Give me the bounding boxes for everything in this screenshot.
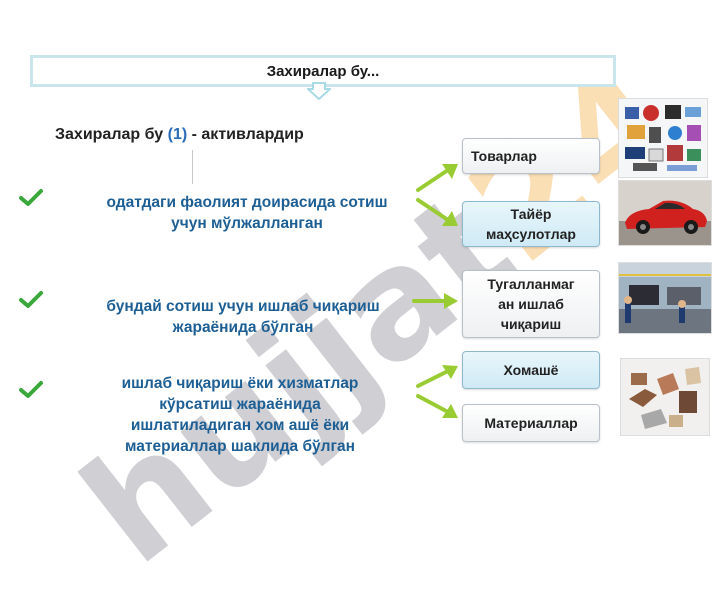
item-2-text: бундай сотиш учун ишлаб чиқариш жараёнид…: [58, 296, 428, 338]
goods-collage-image: [618, 98, 708, 178]
arrow-right-icon: [412, 293, 458, 309]
materials-samples-image: [620, 358, 710, 436]
title-text: Захиралар бу...: [266, 62, 380, 80]
arrow-up-right-icon: [416, 365, 458, 388]
category-finished-line-1: Тайёр: [510, 206, 552, 222]
red-car-image: [618, 180, 712, 246]
category-goods: Товарлар: [462, 138, 600, 174]
category-work-in-progress: Тугалланмаг ан ишлаб чиқариш: [462, 270, 600, 338]
item-3-line-2: кўрсатиш жараёнида: [159, 396, 321, 413]
item-3-line-3: ишлатиладиган хом ашё ёки: [130, 417, 350, 434]
arrow-down-right-icon: [416, 394, 458, 418]
subtitle-suffix: - активлардир: [187, 126, 304, 143]
item-1-text: одатдаги фаолият доирасида сотиш учун мў…: [62, 192, 432, 234]
title-box: Захиралар бу...: [30, 55, 616, 87]
item-3-text: ишлаб чиқариш ёки хизматлар кўрсатиш жар…: [60, 373, 420, 457]
category-wip-line-3: чиқариш: [500, 316, 562, 332]
category-wip-line-2: ан ишлаб: [498, 296, 564, 312]
subtitle-number: (1): [167, 126, 188, 143]
down-arrow-icon: [307, 82, 331, 100]
check-icon: [19, 291, 43, 308]
category-finished-products: Тайёр маҳсулотлар: [462, 201, 600, 247]
item-1-line-1: одатдаги фаолият доирасида сотиш: [106, 194, 388, 211]
arrow-down-right-icon: [416, 198, 458, 226]
factory-assembly-image: [618, 262, 712, 334]
item-2-line-2: жараёнида бўлган: [172, 319, 314, 336]
connector-line: [192, 150, 193, 184]
category-wip-line-1: Тугалланмаг: [487, 276, 575, 292]
category-finished-line-2: маҳсулотлар: [486, 226, 576, 242]
category-materials-label: Материаллар: [484, 415, 578, 431]
arrow-up-right-icon: [416, 164, 458, 192]
check-icon: [19, 381, 43, 398]
category-materials: Материаллар: [462, 404, 600, 442]
subtitle-prefix: Захиралар бу: [55, 126, 168, 143]
check-icon: [19, 189, 43, 206]
item-1-line-2: учун мўлжалланган: [171, 215, 323, 232]
subtitle: Захиралар бу (1) - активлардир: [55, 126, 304, 144]
category-raw-materials: Хомашё: [462, 351, 600, 389]
item-2-line-1: бундай сотиш учун ишлаб чиқариш: [106, 298, 380, 315]
category-raw-label: Хомашё: [503, 362, 559, 378]
item-3-line-4: материаллар шаклида бўлган: [125, 438, 355, 455]
category-goods-label: Товарлар: [471, 148, 537, 164]
item-3-line-1: ишлаб чиқариш ёки хизматлар: [121, 375, 359, 392]
